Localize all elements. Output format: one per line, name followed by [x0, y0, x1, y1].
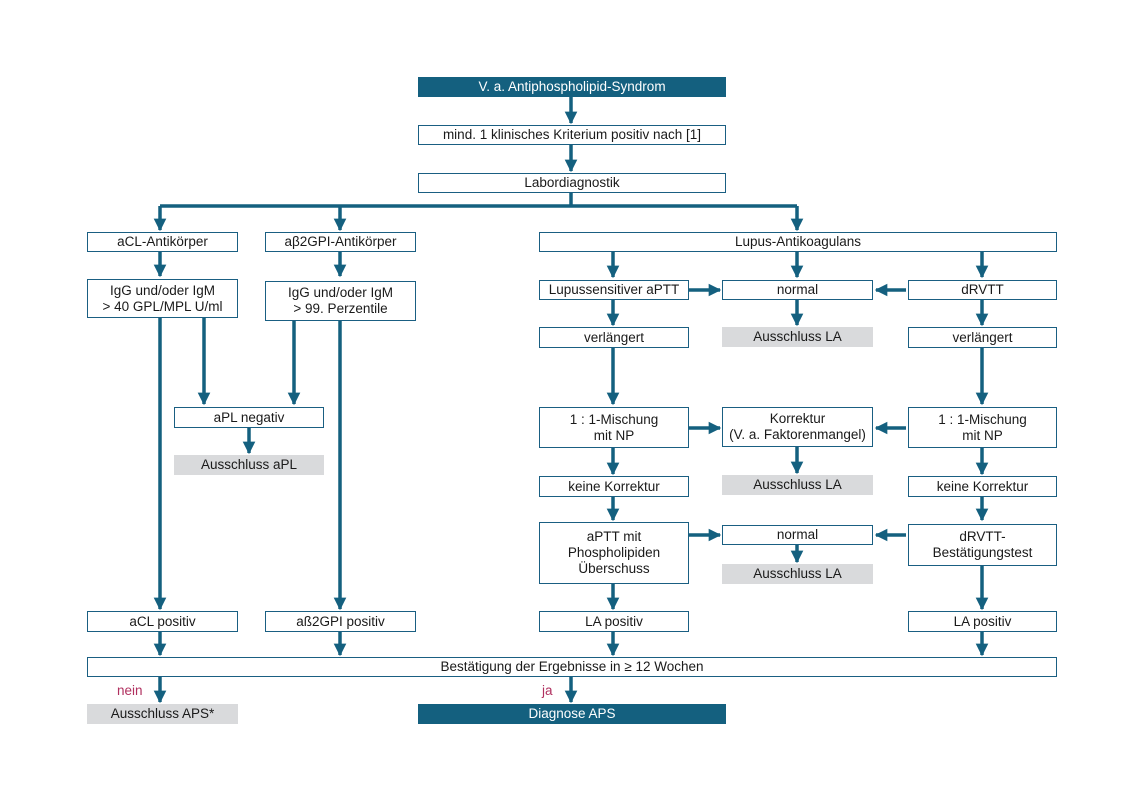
lab-diagnostics-node: Labordiagnostik: [418, 173, 726, 193]
ab2gpi-antibody-node: aβ2GPI-Antikörper: [265, 232, 416, 252]
no-label: nein: [117, 683, 143, 698]
la-positive-left-node: LA positiv: [539, 611, 689, 632]
normal-node-2: normal: [722, 525, 873, 545]
prolonged-left-node: verlängert: [539, 327, 689, 348]
lupus-anticoagulant-node: Lupus-Antikoagulans: [539, 232, 1057, 252]
yes-label: ja: [542, 683, 553, 698]
normal-node-1: normal: [722, 280, 873, 300]
exclusion-apl-node: Ausschluss aPL: [174, 455, 324, 475]
drvtt-confirmation-node: dRVTT- Bestätigungstest: [908, 524, 1057, 566]
drvtt-node: dRVTT: [908, 280, 1057, 300]
exclusion-la-node-1: Ausschluss LA: [722, 327, 873, 347]
exclusion-aps-node: Ausschluss APS*: [87, 704, 238, 724]
no-correction-left-node: keine Korrektur: [539, 476, 689, 497]
ab2gpi-positive-node: aß2GPI positiv: [265, 611, 416, 632]
la-positive-right-node: LA positiv: [908, 611, 1057, 632]
exclusion-la-node-2: Ausschluss LA: [722, 475, 873, 495]
confirmation-node: Bestätigung der Ergebnisse in ≥ 12 Woche…: [87, 657, 1057, 677]
start-node: V. a. Antiphospholipid-Syndrom: [418, 77, 726, 97]
lupus-sensitive-aptt-node: Lupussensitiver aPTT: [539, 280, 689, 300]
apl-negative-node: aPL negativ: [174, 407, 324, 428]
diagnosis-aps-node: Diagnose APS: [418, 704, 726, 724]
mixing-test-left-node: 1 : 1-Mischung mit NP: [539, 407, 689, 448]
mixing-test-right-node: 1 : 1-Mischung mit NP: [908, 407, 1057, 448]
prolonged-right-node: verlängert: [908, 327, 1057, 348]
criterion-node: mind. 1 klinisches Kriterium positiv nac…: [418, 125, 726, 145]
aptt-phospholipid-node: aPTT mit Phospholipiden Überschuss: [539, 522, 689, 584]
acl-criteria-node: IgG und/oder IgM > 40 GPL/MPL U/ml: [87, 279, 238, 318]
acl-antibody-node: aCL-Antikörper: [87, 232, 238, 252]
acl-positive-node: aCL positiv: [87, 611, 238, 632]
correction-node: Korrektur (V. a. Faktorenmangel): [722, 407, 873, 447]
exclusion-la-node-3: Ausschluss LA: [722, 564, 873, 584]
no-correction-right-node: keine Korrektur: [908, 476, 1057, 497]
ab2gpi-criteria-node: IgG und/oder IgM > 99. Perzentile: [265, 281, 416, 321]
